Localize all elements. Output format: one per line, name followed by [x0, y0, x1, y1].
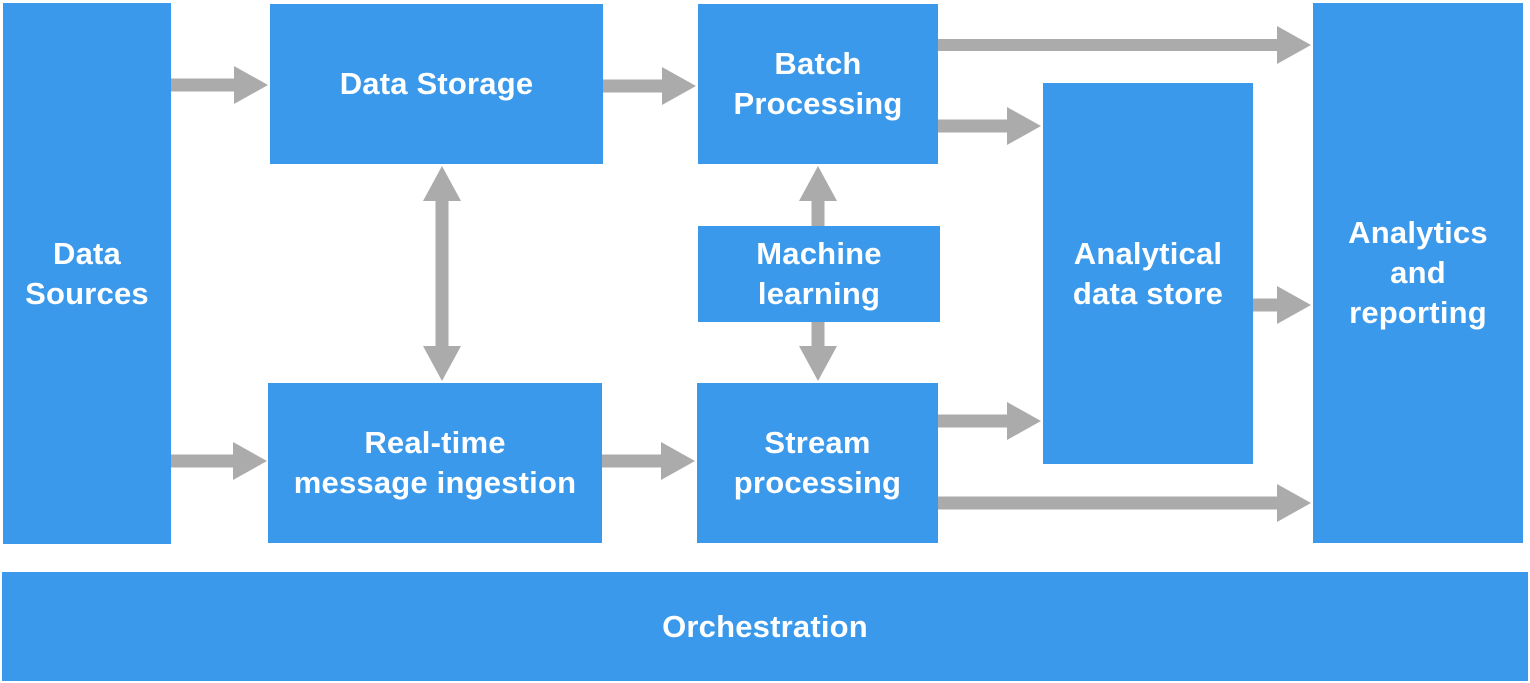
arrow-stream-processing-to-analytics-reporting	[938, 484, 1311, 522]
node-machine-learning: Machine learning	[698, 226, 940, 322]
arrow-analytical-data-store-to-analytics-reporting	[1253, 286, 1311, 324]
arrow-stream-processing-to-analytical-data-store	[938, 402, 1041, 440]
node-data-sources: Data Sources	[3, 3, 171, 544]
arrow-batch-processing-to-analytics-reporting	[938, 26, 1311, 64]
arrow-batch-processing-to-analytical-data-store	[938, 107, 1041, 145]
arrow-data-storage-realtime-ingestion-bidirectional	[423, 166, 461, 381]
arrow-data-sources-to-realtime-ingestion	[171, 442, 267, 480]
node-realtime-message-ingestion: Real-time message ingestion	[268, 383, 602, 543]
arrow-data-sources-to-data-storage	[171, 66, 268, 104]
arrow-realtime-ingestion-to-stream-processing	[602, 442, 695, 480]
node-batch-processing: Batch Processing	[698, 4, 938, 164]
arrow-machine-learning-to-stream-processing	[799, 320, 837, 381]
node-stream-processing: Stream processing	[697, 383, 938, 543]
node-analytical-data-store: Analytical data store	[1043, 83, 1253, 464]
node-orchestration: Orchestration	[2, 572, 1528, 681]
node-data-storage: Data Storage	[270, 4, 603, 164]
node-analytics-and-reporting: Analytics and reporting	[1313, 3, 1523, 543]
arrow-machine-learning-to-batch-processing	[799, 166, 837, 228]
arrow-data-storage-to-batch-processing	[603, 67, 696, 105]
